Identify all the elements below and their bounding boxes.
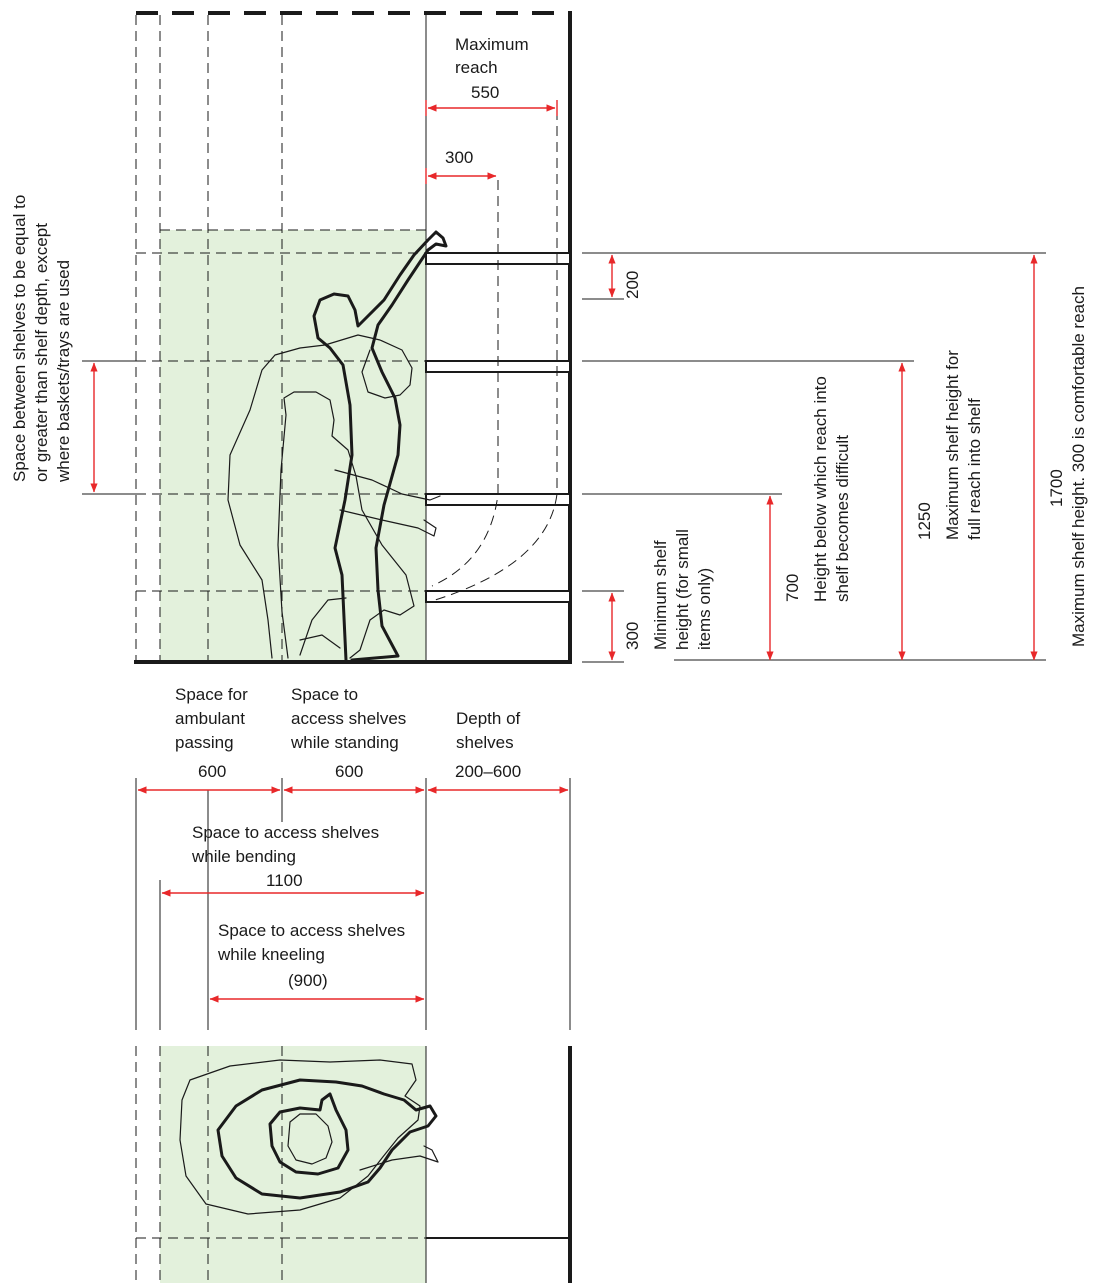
difficult-reach-note-line1: Height below which reach into (811, 376, 830, 602)
shelf-300 (425, 590, 571, 603)
comfortable-reach-value: 300 (445, 148, 473, 167)
max-height-note: Maximum shelf height. 300 is comfortable… (1069, 286, 1088, 647)
bending-value: 1100 (266, 871, 303, 890)
full-reach-note-line2: full reach into shelf (965, 398, 984, 540)
difficult-reach-note-line2: shelf becomes difficult (833, 435, 852, 602)
max-reach-value: 550 (471, 83, 499, 102)
full-reach-value: 1250 (915, 502, 934, 540)
comfortable-reach-dimension: 300 (425, 148, 497, 184)
ambulant-label-line2: ambulant (175, 709, 245, 728)
min-height-value: 300 (623, 622, 642, 650)
kneeling-value: (900) (288, 971, 328, 990)
figure-standing (312, 230, 448, 662)
standing-label-line1: Space to (291, 685, 358, 704)
max-reach-label-line1: Maximum (455, 35, 529, 54)
bending-label-line1: Space to access shelves (192, 823, 379, 842)
kneeling-label-line1: Space to access shelves (218, 921, 405, 940)
standing-value: 600 (335, 762, 363, 781)
full-reach-note-line1: Maximum shelf height for (943, 350, 962, 540)
max-reach-label-line2: reach (455, 58, 498, 77)
standing-label-line2: access shelves (291, 709, 406, 728)
min-height-note-line1: Minimum shelf (651, 540, 670, 650)
min-height-note-line2: height (for small (673, 529, 692, 650)
max-height-value: 1700 (1047, 469, 1066, 507)
top-gap-value: 200 (623, 271, 642, 299)
ambulant-label-line1: Space for (175, 685, 248, 704)
shelf-spacing-note-line1: Space between shelves to be equal to (10, 195, 29, 482)
plan-figures (179, 1059, 439, 1215)
horizontal-dimensions: Space for ambulant passing 600 Space to … (135, 685, 571, 1030)
min-height-note-line3: items only) (695, 568, 714, 650)
shelf-spacing-note-line2: or greater than shelf depth, except (32, 223, 51, 482)
standing-label-line3: while standing (290, 733, 399, 752)
shelf-700 (425, 493, 571, 506)
right-height-dimensions: 200 300 Minimum shelf height (for small … (582, 252, 1088, 663)
elevation-view: Maximum reach 550 300 Space between shel… (10, 11, 1088, 664)
plan-view (135, 1046, 572, 1283)
figure-kneeling (277, 391, 415, 659)
vertical-guide-lines (135, 15, 427, 662)
kneeling-label-line2: while kneeling (217, 945, 325, 964)
max-reach-dimension: Maximum reach 550 (425, 35, 558, 116)
ambulant-label-line3: passing (175, 733, 234, 752)
reach-arcs (431, 110, 558, 602)
depth-label-line1: Depth of (456, 709, 521, 728)
depth-label-line2: shelves (456, 733, 514, 752)
difficult-reach-value: 700 (783, 574, 802, 602)
ambulant-value: 600 (198, 762, 226, 781)
shelf-spacing-note-line3: where baskets/trays are used (54, 260, 73, 483)
bending-label-line2: while bending (191, 847, 296, 866)
figure-bending (227, 334, 441, 659)
shelf-spacing-dimension: Space between shelves to be equal to or … (10, 195, 136, 495)
depth-value: 200–600 (455, 762, 521, 781)
